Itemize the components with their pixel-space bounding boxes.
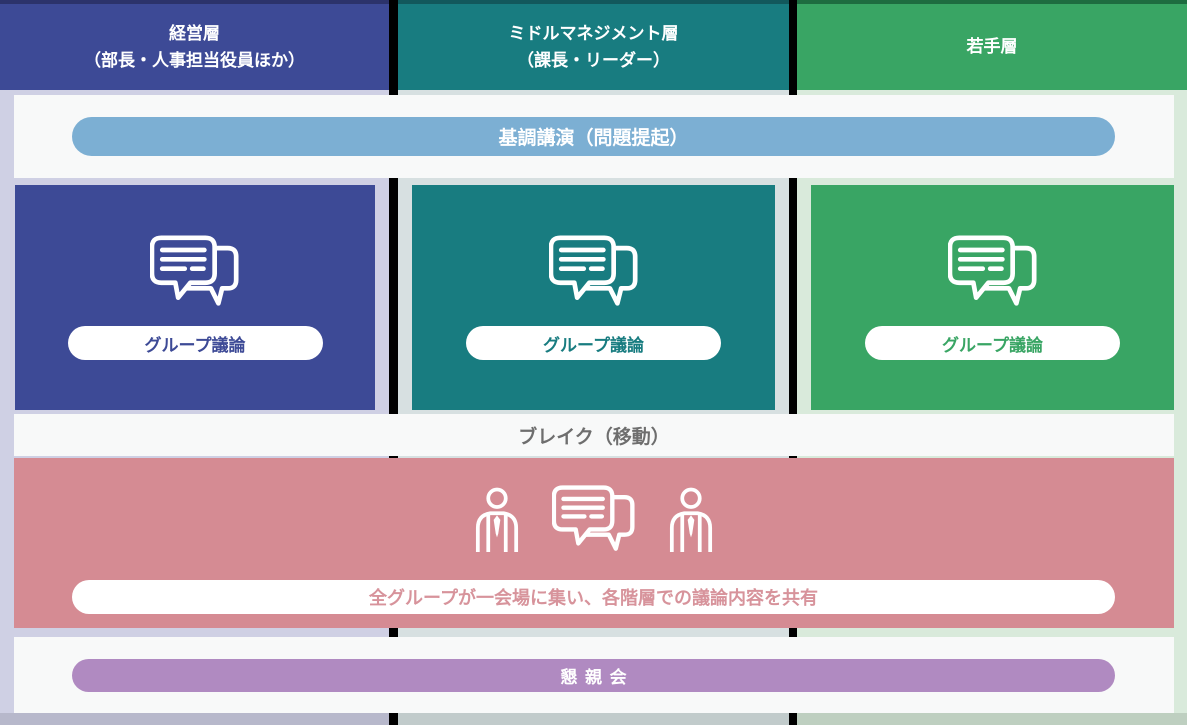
middle-management-column-footer-strip <box>398 713 789 725</box>
keynote-row: 基調講演（問題提起） <box>14 95 1174 178</box>
chat-bubbles-icon <box>548 235 638 306</box>
column-header-middle-management: ミドルマネジメント層 （課長・リーダー） <box>398 0 789 90</box>
break-label: ブレイク（移動） <box>518 426 670 448</box>
group-discussion-label: グループ議論 <box>67 326 323 360</box>
discussion-box-middle-management: グループ議論 <box>412 185 775 410</box>
discussion-box-executive: グループ議論 <box>15 185 375 410</box>
plenary-sharing-bar: 全グループが一会場に集い、各階層での議論内容を共有 <box>72 580 1115 614</box>
young-column-footer-strip <box>797 713 1187 725</box>
group-discussion-label: グループ議論 <box>466 326 721 360</box>
discussion-box-young: グループ議論 <box>811 185 1174 410</box>
plenary-icons <box>14 482 1174 556</box>
break-row: ブレイク（移動） <box>14 414 1174 456</box>
person-icon <box>475 487 519 552</box>
group-discussion-label: グループ議論 <box>865 326 1120 360</box>
header-title: 経営層 <box>169 23 220 43</box>
social-row: 懇親会 <box>14 637 1174 713</box>
column-header-young: 若手層 <box>797 0 1187 90</box>
column-header-executive: 経営層 （部長・人事担当役員ほか） <box>0 0 389 90</box>
chat-bubbles-icon <box>150 235 239 306</box>
social-gathering-bar: 懇親会 <box>72 658 1115 692</box>
header-subtitle: （課長・リーダー） <box>517 51 670 70</box>
person-icon <box>669 487 713 552</box>
plenary-sharing-block: 全グループが一会場に集い、各階層での議論内容を共有 <box>14 458 1174 628</box>
executive-column-footer-strip <box>0 713 389 725</box>
header-title: ミドルマネジメント層 <box>508 23 679 43</box>
keynote-bar: 基調講演（問題提起） <box>72 117 1115 156</box>
chat-bubbles-icon <box>947 235 1037 306</box>
chat-bubbles-icon <box>552 485 635 551</box>
header-title: 若手層 <box>966 37 1018 57</box>
header-subtitle: （部長・人事担当役員ほか） <box>84 51 305 70</box>
